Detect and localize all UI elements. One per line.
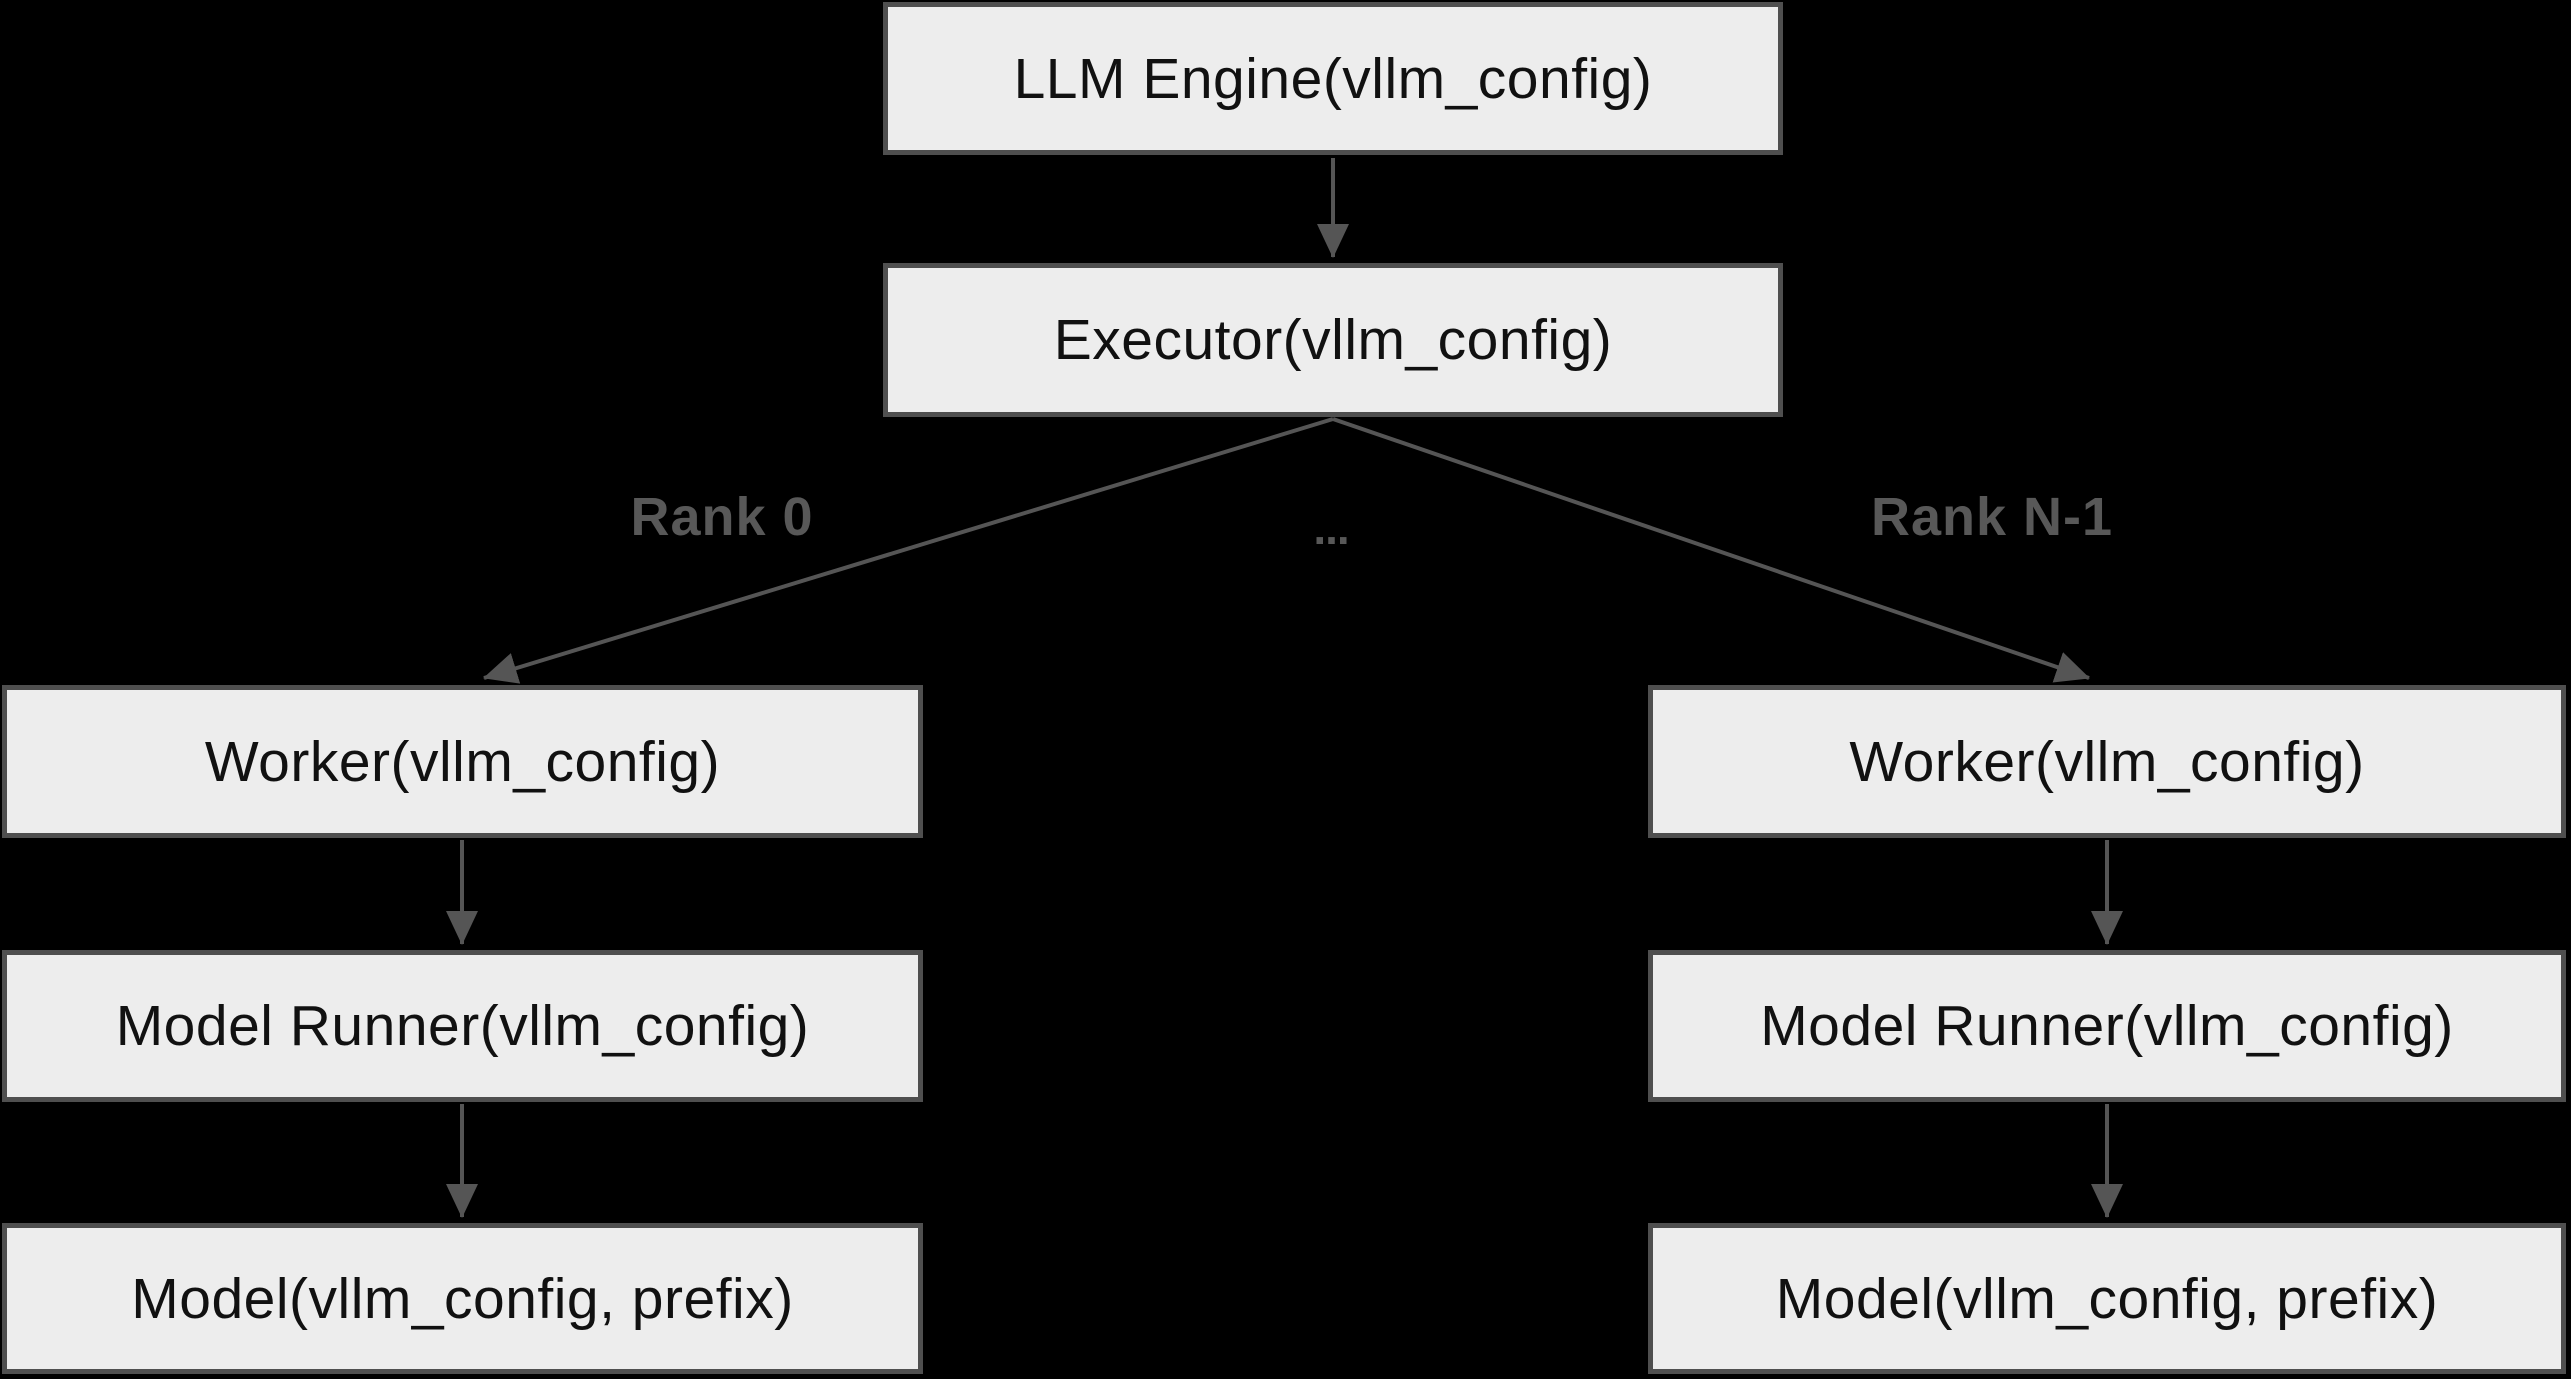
node-model-runner-rank0: Model Runner(vllm_config): [2, 950, 923, 1102]
node-worker-rank0: Worker(vllm_config): [2, 685, 923, 838]
edge-executor-to-worker-left: [483, 417, 1334, 684]
edge-label-rank-n-1: Rank N-1: [1870, 487, 2114, 547]
node-executor: Executor(vllm_config): [883, 263, 1783, 417]
node-model-rankN: Model(vllm_config, prefix): [1648, 1223, 2566, 1374]
node-llm-engine: LLM Engine(vllm_config): [883, 2, 1783, 155]
node-worker-rankN: Worker(vllm_config): [1648, 685, 2566, 838]
edge-executor-to-worker-right: [1332, 417, 2090, 683]
node-model-rank0: Model(vllm_config, prefix): [2, 1223, 923, 1374]
edge-label-rank-0: Rank 0: [630, 487, 814, 547]
node-model-runner-rankN: Model Runner(vllm_config): [1648, 950, 2566, 1102]
edge-label-ellipsis: ...: [1313, 502, 1349, 554]
